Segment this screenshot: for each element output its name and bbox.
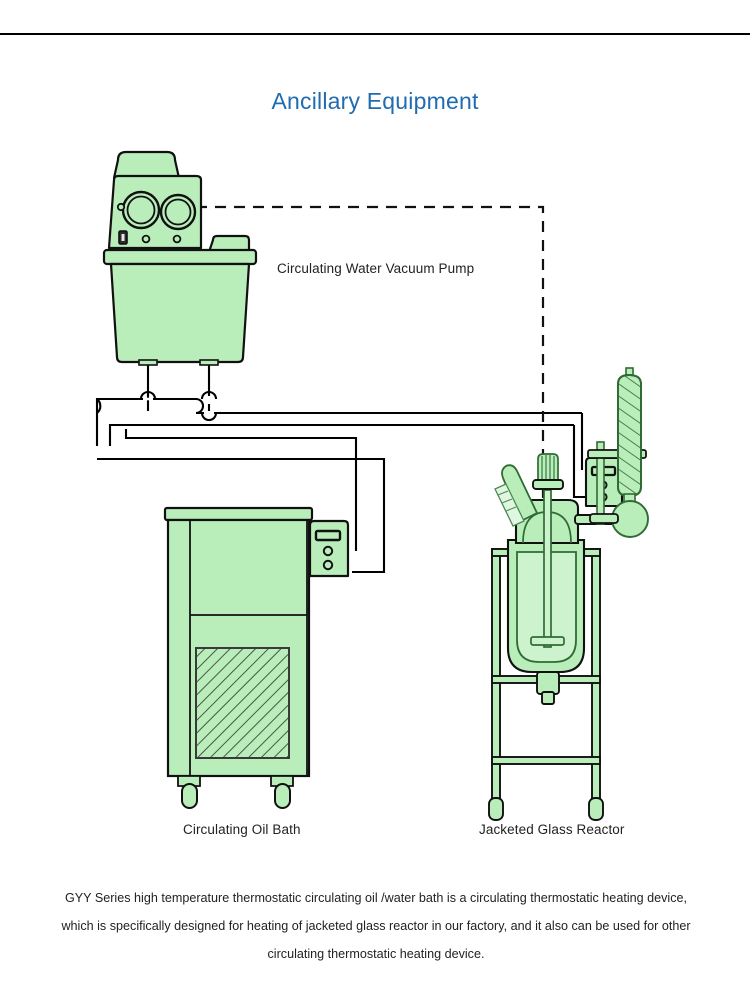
equipment-vacuum-pump[interactable] — [102, 150, 258, 366]
pump-foot-right — [199, 359, 219, 366]
condenser-outline-overlay — [617, 374, 642, 497]
pipe-reactor-second-drop — [572, 425, 590, 499]
oil-bath-caster-front-left — [177, 775, 201, 809]
oil-bath-display — [314, 529, 342, 542]
reactor-stirrer-blade — [530, 636, 565, 646]
condenser-support-rod — [596, 441, 605, 525]
pipe-crossing-gaps — [143, 397, 214, 415]
reactor-receiving-flask — [589, 493, 649, 538]
pump-top-cap — [112, 150, 181, 180]
oil-bath-vent-grille — [195, 647, 290, 759]
pipe-jump-arc-c — [200, 412, 218, 422]
description-paragraph: GYY Series high temperature thermostatic… — [61, 891, 691, 961]
pump-foot-left — [138, 359, 158, 366]
pipe-second-main — [108, 423, 574, 446]
header-divider — [0, 33, 750, 35]
reactor-reflux-condenser — [617, 367, 642, 497]
label-vacuum-pump: Circulating Water Vacuum Pump — [277, 261, 475, 276]
frame-rail-lower — [491, 756, 601, 765]
flask-side-arm — [589, 513, 619, 524]
vacuum-line-path — [196, 205, 545, 502]
pipe-jump-arc-a — [139, 390, 157, 400]
oil-bath-caster-front-right — [270, 775, 294, 809]
piping-network — [95, 362, 590, 574]
oil-bath-knob-upper — [322, 545, 334, 557]
pump-gauge-right[interactable] — [159, 193, 197, 231]
pump-tank-rim — [102, 248, 258, 266]
vacuum-line-dashed — [196, 205, 545, 502]
reactor-caster-left — [488, 797, 504, 821]
reactor-caster-right — [588, 797, 604, 821]
pipe-left-ubend — [96, 398, 102, 414]
oil-bath-top-lid — [163, 506, 314, 522]
reactor-discharge-valve[interactable] — [536, 671, 560, 705]
equipment-oil-bath[interactable] — [163, 506, 350, 809]
pump-knob-b — [172, 234, 182, 244]
funnel-scale-strip — [494, 483, 525, 527]
reactor-stirrer-shaft — [543, 489, 552, 648]
pump-water-tank — [109, 262, 251, 364]
equipment-jacketed-reactor[interactable] — [488, 367, 649, 821]
pump-knob-a — [141, 234, 151, 244]
reactor-addition-funnel[interactable] — [494, 464, 538, 527]
pipe-jump-arc-b — [200, 390, 218, 400]
pump-gauge-left[interactable] — [121, 190, 161, 230]
label-oil-bath: Circulating Oil Bath — [183, 822, 301, 837]
reactor-stirrer-cap[interactable] — [532, 453, 564, 490]
pipe-upper-main — [95, 397, 582, 446]
label-reactor: Jacketed Glass Reactor — [479, 822, 625, 837]
pump-indicator-lamp — [116, 202, 126, 212]
oil-bath-control-box[interactable] — [308, 519, 350, 578]
pipe-bath-return — [97, 457, 386, 574]
page-title: Ancillary Equipment — [271, 88, 479, 114]
oil-bath-knob-lower — [322, 559, 334, 571]
pipe-bath-supply — [124, 429, 358, 551]
condenser-body — [617, 374, 642, 497]
pump-side-handle — [207, 234, 251, 254]
